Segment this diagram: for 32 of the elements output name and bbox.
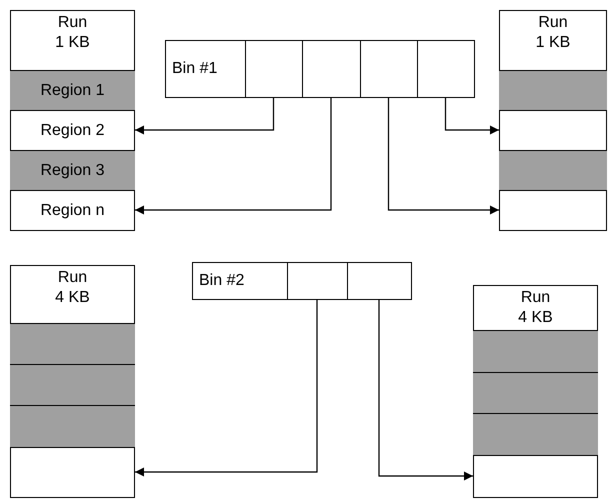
run-size-label: Run 4 KB <box>54 268 91 308</box>
bin-box <box>192 262 412 300</box>
memory-region <box>473 330 598 372</box>
memory-run <box>10 265 135 498</box>
region-label: Region 2 <box>40 122 105 140</box>
region-label: Region 3 <box>40 162 105 180</box>
memory-region <box>10 323 135 364</box>
arrow <box>444 98 499 134</box>
memory-region <box>10 150 135 190</box>
memory-region <box>473 413 598 455</box>
bin-label: Bin #2 <box>199 272 244 290</box>
memory-region <box>10 405 135 447</box>
run-size-label: Run 1 KB <box>54 13 91 53</box>
memory-region <box>10 70 135 110</box>
arrow <box>135 98 274 134</box>
memory-region <box>499 150 607 190</box>
memory-region <box>10 364 135 405</box>
arrow <box>135 98 332 214</box>
bin-label: Bin #1 <box>172 60 218 78</box>
memory-region <box>499 70 607 110</box>
run-size-label: Run 4 KB <box>517 288 554 328</box>
memory-run <box>499 10 607 231</box>
arrow <box>378 300 473 480</box>
memory-region <box>473 372 598 413</box>
region-label: Region n <box>40 202 105 220</box>
arrow <box>135 300 318 476</box>
bin-box <box>165 40 475 98</box>
memory-run <box>473 285 598 498</box>
arrow <box>388 98 499 214</box>
run-size-label: Run 1 KB <box>534 13 572 53</box>
memory-run <box>10 10 135 231</box>
region-label: Region 1 <box>40 82 105 100</box>
